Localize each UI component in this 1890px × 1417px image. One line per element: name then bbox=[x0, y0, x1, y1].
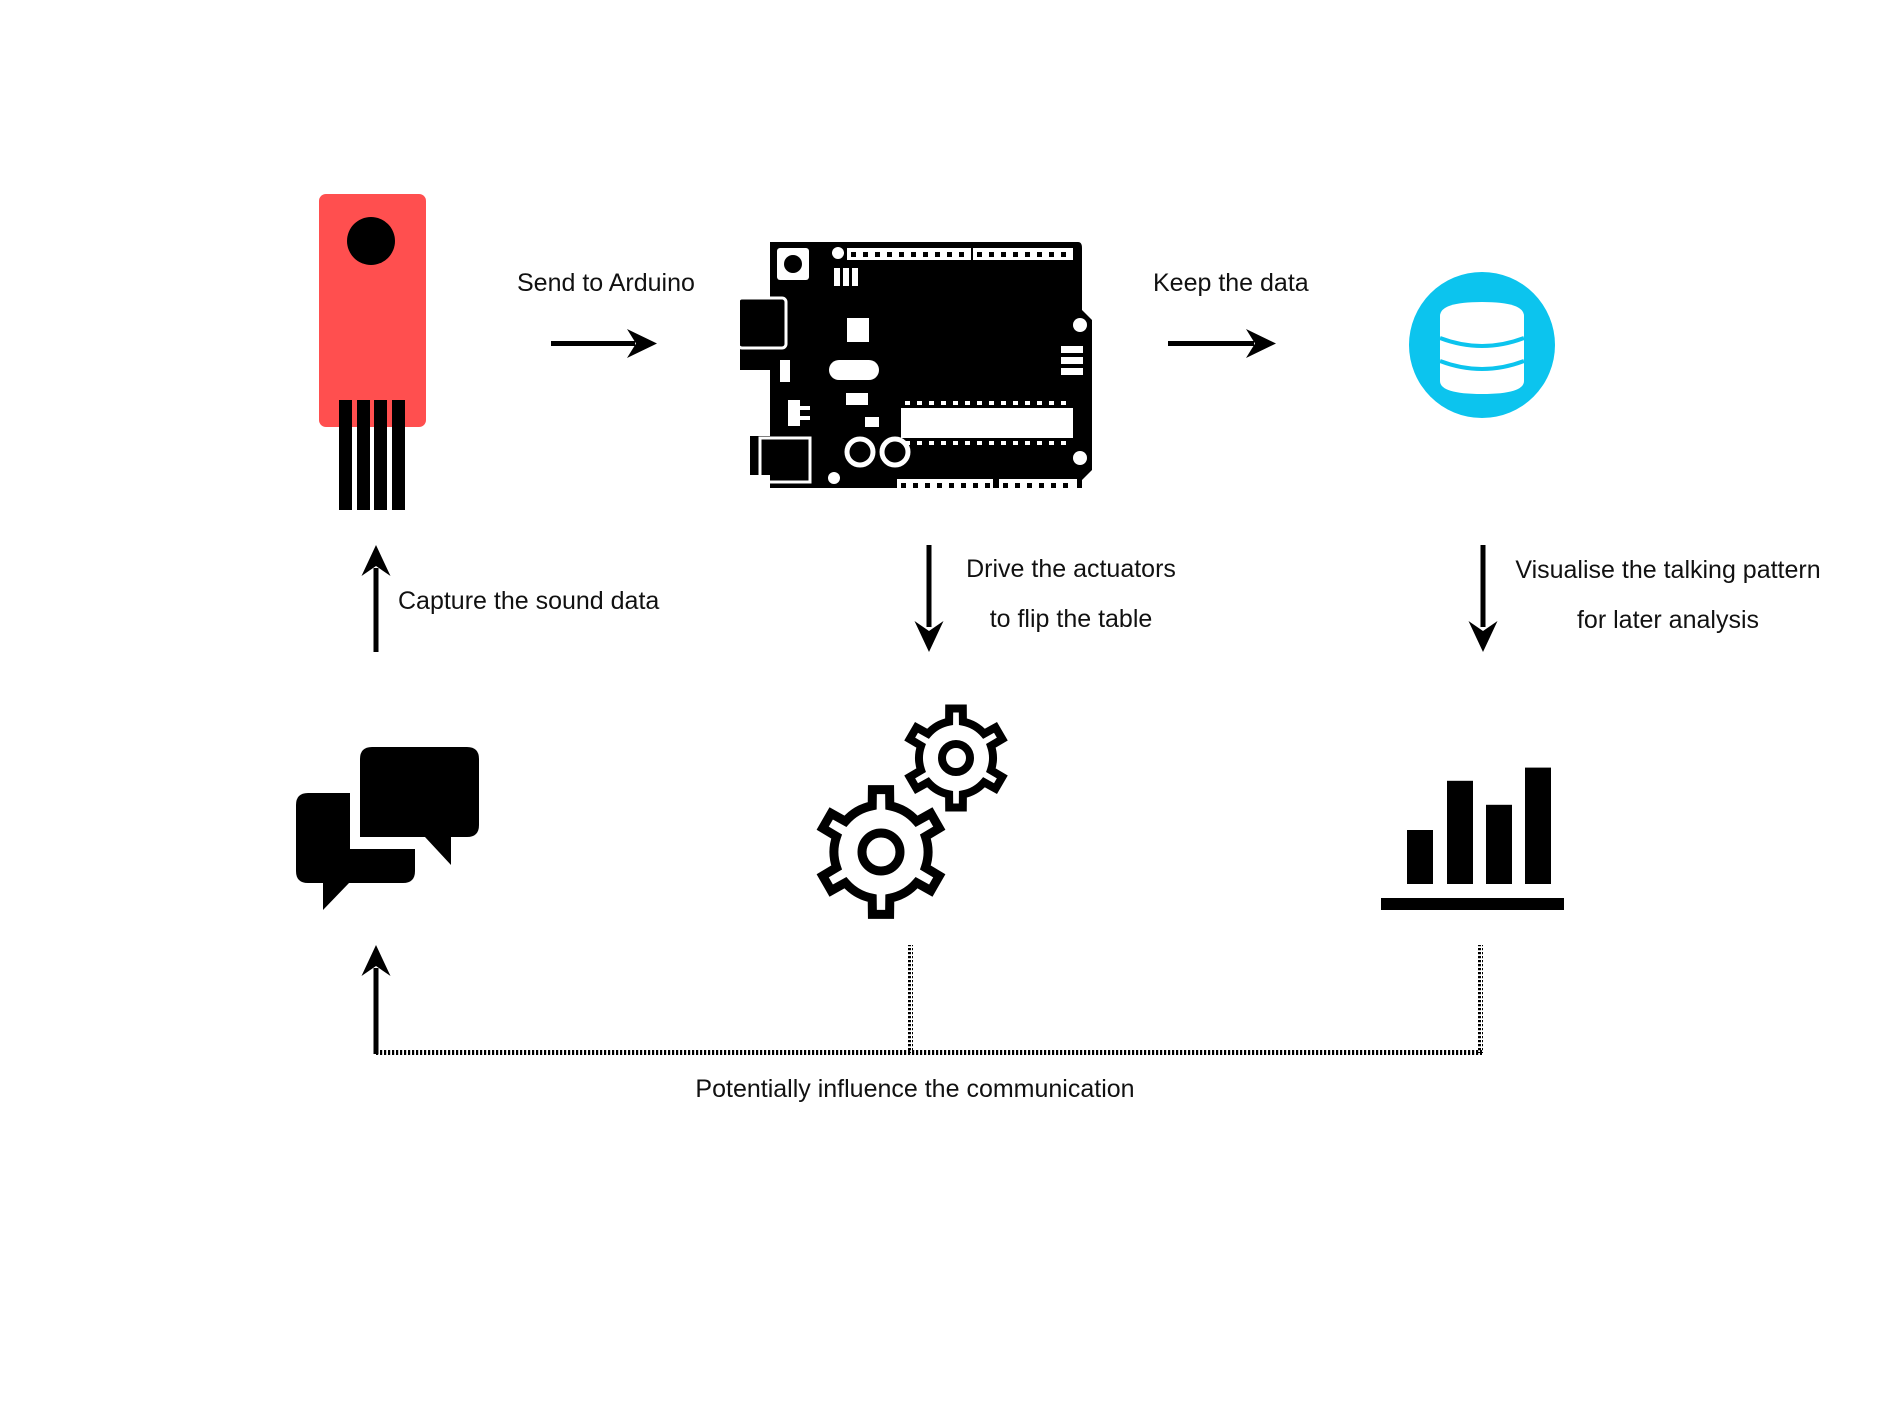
large-gear-icon bbox=[816, 785, 946, 919]
sound-sensor-icon bbox=[319, 194, 426, 510]
arrow-drive-actuators bbox=[914, 545, 944, 652]
arrow-keep-the-data bbox=[1168, 329, 1276, 358]
bar-chart-icon-bar bbox=[1407, 830, 1433, 884]
bar-chart-icon-baseline bbox=[1381, 898, 1564, 910]
bar-chart-icon-bar bbox=[1447, 780, 1473, 884]
label-drive-actuators-line1: Drive the actuators bbox=[966, 555, 1176, 583]
arrow-capture-sound bbox=[361, 545, 391, 652]
bar-chart-icon bbox=[1381, 767, 1564, 910]
label-drive-actuators-line2: to flip the table bbox=[989, 605, 1153, 633]
label-visualise-line1: Visualise the talking pattern bbox=[1515, 556, 1821, 584]
arrow-visualise bbox=[1468, 545, 1498, 652]
arrow-influence-communication bbox=[361, 945, 391, 1054]
gears-icon bbox=[816, 704, 1008, 919]
bar-chart-icon-bar bbox=[1525, 767, 1551, 884]
chat-bubbles-icon bbox=[296, 747, 479, 910]
arrow-send-to-arduino bbox=[551, 329, 657, 358]
database-icon bbox=[1409, 272, 1555, 418]
label-capture-sound: Capture the sound data bbox=[398, 587, 660, 615]
label-keep-the-data: Keep the data bbox=[1153, 269, 1309, 297]
arduino-board-icon bbox=[736, 242, 1092, 491]
small-gear-icon bbox=[904, 704, 1008, 812]
bar-chart-icon-bar bbox=[1486, 804, 1512, 884]
dotted-feedback-lines bbox=[376, 945, 1483, 1055]
label-visualise-line2: for later analysis bbox=[1576, 606, 1760, 634]
label-influence-communication: Potentially influence the communication bbox=[695, 1075, 1135, 1103]
label-send-to-arduino: Send to Arduino bbox=[517, 269, 695, 297]
